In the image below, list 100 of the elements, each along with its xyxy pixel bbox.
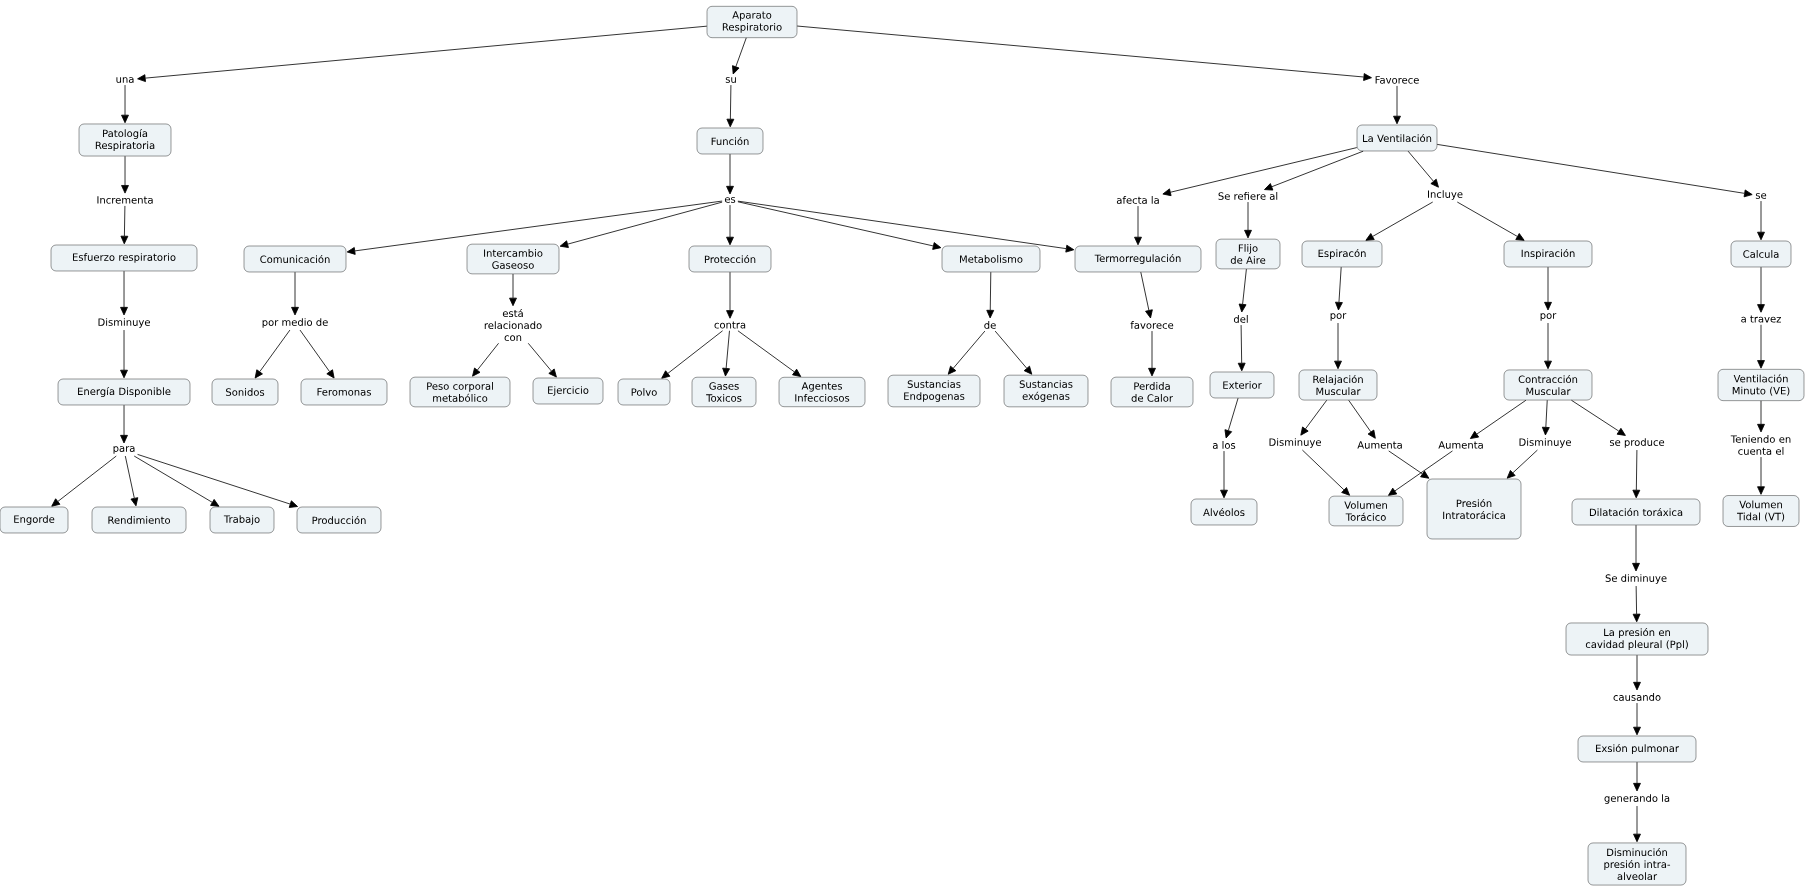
arrow — [661, 330, 723, 379]
linking-phrase: Disminuye — [98, 318, 150, 328]
arrow — [726, 204, 734, 246]
arrow — [1162, 147, 1358, 197]
arrow — [1757, 456, 1765, 495]
arrow — [1348, 399, 1376, 439]
arrow — [737, 200, 1075, 253]
concept-box: Volumen Tidal (VT) — [1722, 495, 1800, 527]
linking-phrase: por medio de — [262, 318, 328, 328]
concept-box: Sonidos — [211, 378, 279, 406]
arrow — [1334, 322, 1342, 370]
arrow — [1365, 201, 1434, 241]
arrow — [722, 330, 730, 377]
arrow — [1148, 330, 1156, 377]
arrow — [1544, 266, 1552, 311]
arrow — [1757, 266, 1765, 313]
arrow — [737, 330, 802, 377]
linking-phrase: para — [113, 446, 135, 454]
arrow — [726, 84, 735, 128]
linking-phrase: Aumenta — [1438, 441, 1483, 449]
arrow — [1470, 399, 1527, 439]
concept-box: Contracción Muscular — [1503, 369, 1593, 401]
arrow — [1632, 585, 1641, 623]
arrow — [726, 271, 734, 319]
arrow — [1388, 450, 1430, 479]
arrow — [1633, 805, 1641, 843]
linking-phrase: Aumenta — [1357, 441, 1402, 449]
arrow — [1757, 400, 1765, 433]
arrow — [120, 205, 129, 245]
arrow — [1300, 399, 1328, 436]
concept-box: Trabajo — [209, 506, 275, 534]
arrow — [120, 404, 128, 444]
linking-phrase: Se diminuye — [1605, 574, 1667, 584]
arrow — [472, 342, 499, 377]
linking-phrase: de — [984, 321, 996, 329]
arrow — [133, 455, 220, 507]
concept-box: Exterior — [1209, 371, 1275, 399]
linking-phrase: es — [724, 197, 736, 203]
linking-phrase: generando la — [1604, 794, 1670, 804]
linking-phrase: causando — [1613, 693, 1661, 701]
linking-phrase: una — [116, 77, 134, 83]
arrow — [1757, 200, 1765, 241]
concept-box: Sustancias Endpogenas — [887, 374, 981, 408]
arrow — [1237, 324, 1246, 372]
arrow — [1436, 144, 1753, 198]
linking-phrase: su — [725, 77, 736, 83]
arrow — [1633, 654, 1641, 691]
linking-phrase: Disminuye — [1269, 438, 1321, 448]
linking-phrase: Se refiere al — [1218, 192, 1278, 200]
arrow — [737, 201, 942, 250]
concept-box: Disminución presión intra-alveolar — [1587, 842, 1687, 886]
concept-box: Dilatación toráxica — [1571, 498, 1701, 526]
arrow — [346, 200, 723, 255]
arrow — [1456, 201, 1525, 241]
arrow — [1407, 150, 1439, 188]
arrow — [947, 330, 986, 375]
arrow — [1224, 397, 1239, 439]
linking-phrase: afecta la — [1116, 196, 1159, 204]
concept-box: Engorde — [0, 506, 69, 534]
arrow — [994, 330, 1033, 375]
arrow — [796, 25, 1372, 81]
linking-phrase: por — [1540, 313, 1557, 321]
arrow — [1633, 761, 1641, 792]
arrow — [51, 455, 117, 507]
concept-box: La presión en cavidad pleural (Ppl) — [1565, 622, 1709, 656]
linking-phrase: se produce — [1609, 438, 1665, 448]
linking-phrase: está relacionado con — [484, 308, 542, 342]
linking-phrase: favorece — [1130, 321, 1174, 329]
arrow — [1238, 268, 1247, 313]
linking-phrase: por — [1330, 313, 1347, 321]
concept-box: Flijo de Aire — [1215, 238, 1281, 270]
concept-box: Feromonas — [300, 378, 388, 406]
concept-box: Metabolismo — [941, 245, 1041, 273]
arrow — [1244, 201, 1252, 239]
concept-box: Termorregulación — [1074, 245, 1202, 273]
concept-box: Peso corporal metabólico — [409, 376, 511, 408]
concept-box: Patología Respiratoria — [78, 123, 172, 157]
linking-phrase: se — [1755, 193, 1767, 199]
arrow — [1388, 450, 1453, 496]
linking-phrase: contra — [714, 321, 746, 329]
arrow — [1633, 702, 1641, 736]
arrow — [1140, 271, 1153, 319]
concept-box: Sustancias exógenas — [1003, 374, 1089, 408]
arrow — [1335, 266, 1343, 311]
arrow — [1571, 399, 1626, 436]
concept-box: Alvéolos — [1190, 498, 1258, 526]
linking-phrase: a los — [1212, 441, 1236, 449]
concept-box: Inspiración — [1503, 240, 1593, 268]
arrow — [1632, 524, 1640, 572]
arrow — [254, 329, 291, 379]
arrow — [1134, 205, 1142, 246]
concept-box: Producción — [296, 506, 382, 534]
arrow — [121, 84, 129, 124]
concept-box: La Ventilación — [1356, 124, 1438, 152]
concept-box: Esfuerzo respiratorio — [50, 244, 198, 272]
concept-box: Energía Disponible — [57, 378, 191, 406]
linking-phrase: del — [1233, 315, 1248, 323]
concept-box: Presión Intratorácica — [1426, 478, 1522, 540]
concept-box: Función — [696, 127, 764, 155]
arrow — [559, 201, 723, 248]
